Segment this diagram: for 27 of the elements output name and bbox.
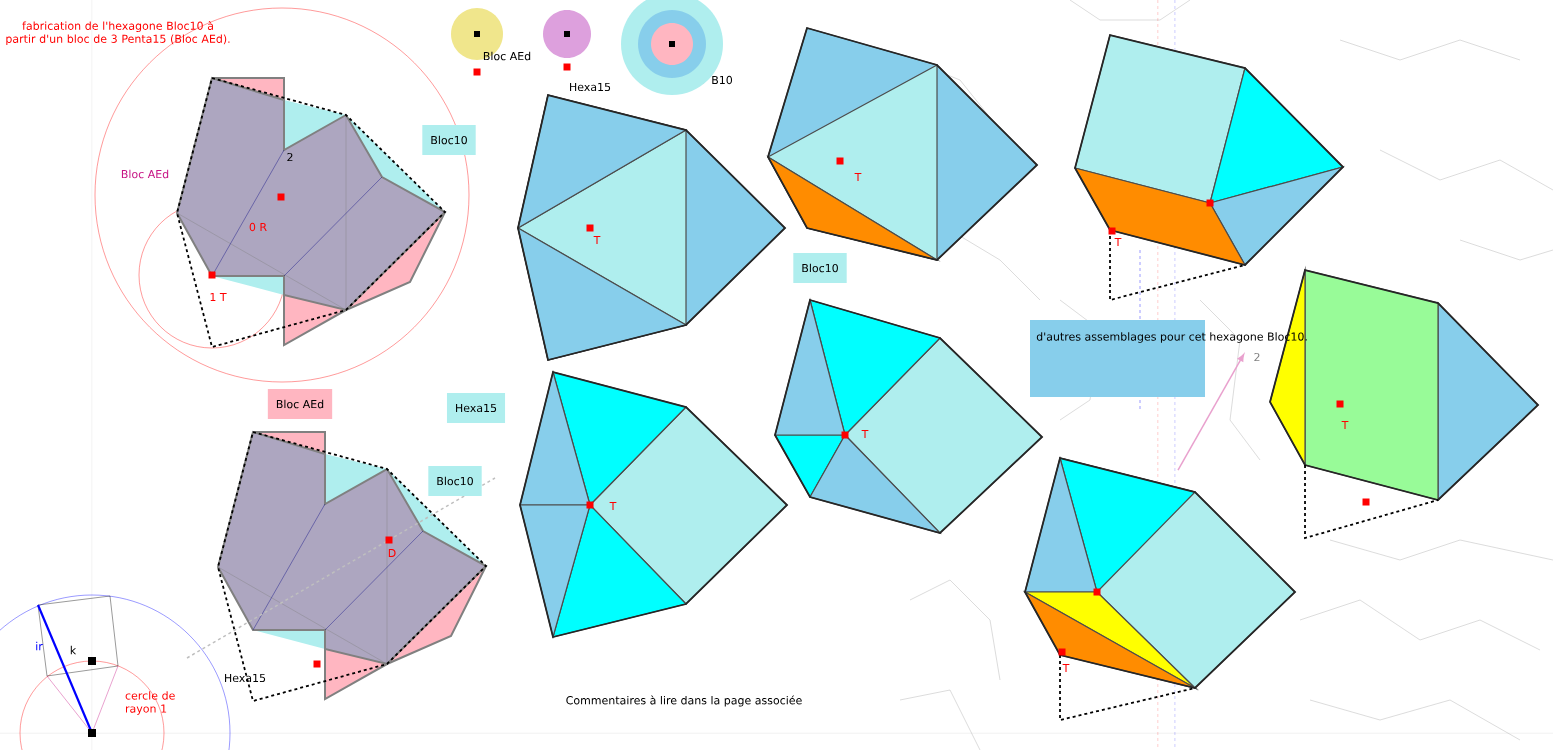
text-label: cercle de rayon 1 (125, 691, 175, 715)
label-box: Bloc10 (793, 253, 847, 283)
label-box: Bloc10 (428, 466, 482, 496)
legend-label: Hexa15 (570, 82, 611, 92)
text-label: ir (36, 641, 43, 651)
legend-label: B10 (712, 75, 733, 85)
legend-label: Bloc AEd (483, 51, 531, 61)
label-box: Hexa15 (446, 393, 506, 423)
text-label: T (593, 236, 601, 244)
text-label: 2 (1254, 352, 1260, 362)
text-label: T (609, 502, 617, 510)
text-label: T (1062, 664, 1070, 672)
text-label: k (70, 645, 77, 655)
text-label: T (861, 430, 869, 438)
text-label: Commentaires à lire dans la page associée (566, 695, 802, 707)
text-label: 0 R (249, 222, 267, 232)
text-label: Bloc AEd (121, 169, 169, 179)
text-label: D (388, 549, 396, 557)
text-label: 1 T (210, 293, 227, 301)
text-label: T (1114, 238, 1122, 246)
label-box: Bloc AEd (267, 389, 333, 419)
title: fabrication de l'hexagone Bloc10 à partir d'un bloc de 3 Penta15 (Bloc AEd). (6, 20, 230, 46)
text-label: 2 (287, 152, 293, 162)
text-label: T (854, 173, 862, 181)
label-box: Bloc10 (422, 125, 476, 155)
text-label: T (1341, 421, 1349, 429)
text-label: Hexa15 (225, 673, 266, 683)
